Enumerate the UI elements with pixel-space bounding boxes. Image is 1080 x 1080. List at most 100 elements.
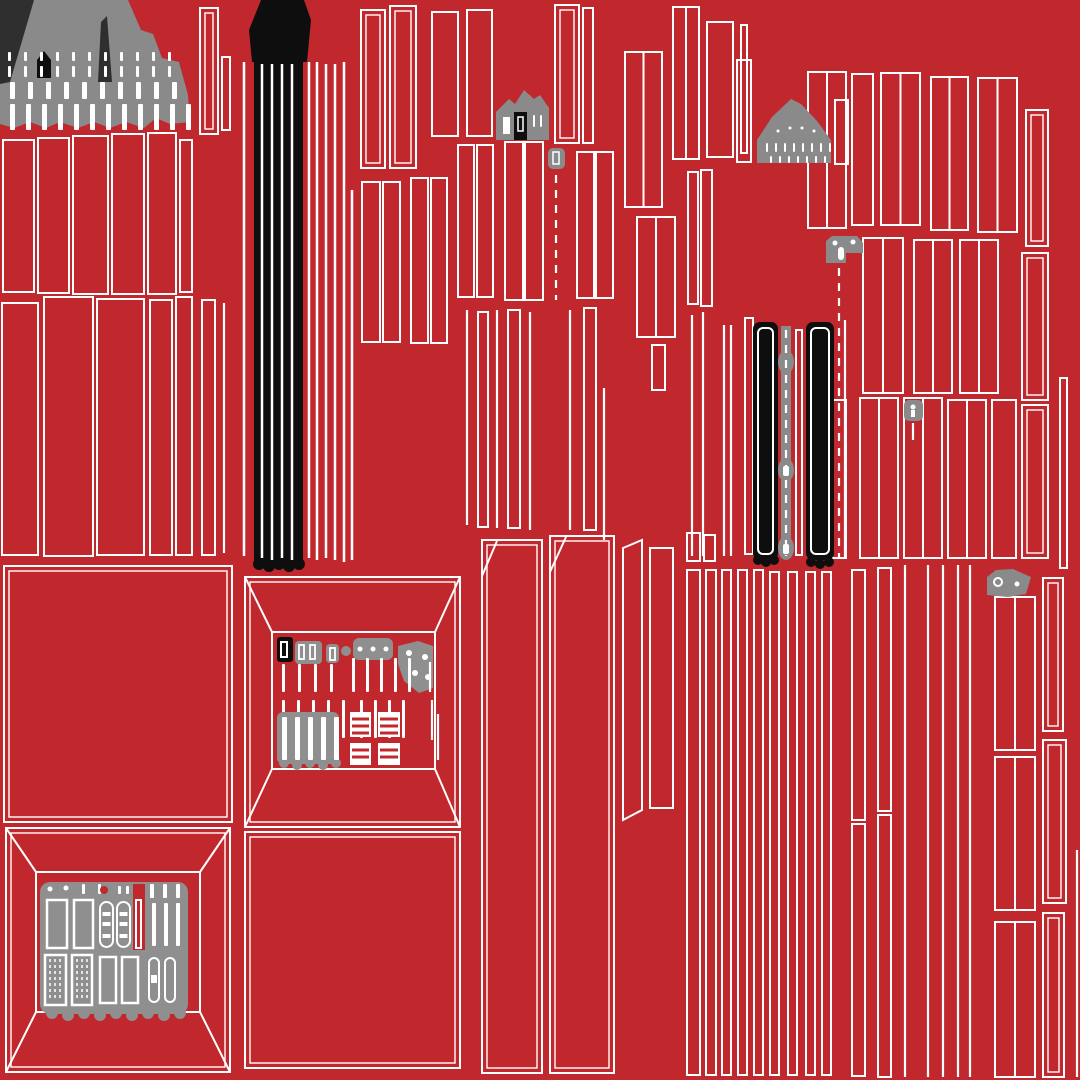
uv-island: [877, 814, 892, 1078]
castle-window-row: [106, 104, 111, 130]
chimney-scallop: [283, 560, 295, 572]
castle-window-row: [104, 52, 107, 61]
castle-window-row: [170, 104, 175, 130]
capsule-slot: [119, 934, 128, 938]
vent-slats: [350, 743, 371, 765]
castle-window-row: [10, 82, 15, 99]
texture-slits: [164, 903, 168, 946]
castle-window-row: [88, 66, 91, 77]
castle-window-row: [168, 52, 171, 61]
texture-dots: [1014, 581, 1020, 587]
texture-slits: [126, 886, 129, 894]
uv-island: [810, 327, 830, 555]
texture-dots: [357, 646, 363, 652]
blob-scallop: [46, 1007, 58, 1019]
castle-window-row: [26, 104, 31, 130]
panel-mid-inner: [271, 631, 436, 770]
texture-dots: [63, 885, 69, 891]
texture-dots: [776, 129, 780, 133]
castle-window-row: [82, 82, 87, 99]
uv-island: [517, 116, 524, 132]
capsule-slot: [102, 912, 111, 916]
uv-island: [148, 957, 160, 1003]
uv-edge: [199, 827, 231, 873]
uv-island: [382, 181, 401, 343]
ring-detail: [993, 577, 1003, 587]
uv-island: [43, 296, 94, 557]
uv-island: [1021, 252, 1049, 401]
texture-slits: [766, 143, 768, 152]
chimney-scallop: [263, 560, 275, 572]
texture-slits: [533, 115, 535, 127]
texture-slits: [540, 115, 542, 127]
uv-island: [1026, 257, 1044, 396]
castle-window-row: [100, 82, 105, 99]
uv-island: [554, 4, 580, 144]
chimney-scallop: [293, 558, 305, 570]
castle-window-row: [172, 82, 177, 99]
blob-scallop: [142, 1007, 154, 1019]
uv-island: [834, 99, 849, 165]
uv-fill: [911, 410, 915, 417]
bar-scallop: [753, 555, 763, 565]
uv-island: [554, 540, 610, 1069]
uv-island: [524, 141, 544, 301]
texture-dots: [812, 129, 816, 133]
uv-island: [851, 73, 874, 226]
castle-window-row: [24, 52, 27, 61]
uv-island: [622, 538, 643, 822]
uv-island: [851, 823, 866, 1077]
blob-scallop: [110, 1007, 122, 1019]
texture-slits: [330, 664, 333, 692]
bar-scallop: [806, 557, 816, 567]
uv-island: [394, 10, 412, 164]
texture-slits: [282, 664, 285, 692]
uv-island: [98, 955, 118, 1005]
uv-island: [740, 24, 748, 154]
texture-slits: [352, 658, 355, 692]
uv-island: [457, 144, 475, 298]
texture-slits: [793, 143, 795, 152]
uv-island: [1, 302, 39, 556]
texture-slits: [394, 658, 397, 692]
uv-fill: [503, 117, 510, 134]
blob-scallop: [78, 1007, 90, 1019]
castle-dark-corner: [0, 0, 34, 84]
castle-window-row: [120, 66, 123, 77]
fish-bracket: [987, 569, 1031, 597]
texture-slits: [797, 156, 799, 163]
chimney-cap: [249, 0, 311, 62]
uv-island: [96, 298, 145, 556]
texture-slits: [295, 717, 300, 760]
panel-left-box: [10, 832, 226, 1068]
uv-island: [1059, 377, 1068, 569]
uv-island: [2, 139, 35, 293]
uv-fill: [151, 975, 157, 983]
texture-slits: [775, 143, 777, 152]
capsule-slot: [116, 901, 131, 948]
uv-island: [736, 59, 752, 163]
texture-dots: [341, 646, 351, 656]
texture-slits: [770, 156, 772, 163]
uv-island: [486, 544, 538, 1069]
capsule-slot: [119, 922, 128, 926]
texture-slits: [163, 884, 167, 898]
uv-edge: [434, 576, 461, 633]
uv-island: [481, 539, 543, 1074]
uv-island: [147, 132, 177, 295]
texture-slits: [176, 884, 180, 898]
texture-slits: [788, 156, 790, 163]
blob-scallop: [158, 1009, 170, 1021]
texture-slits: [98, 884, 101, 894]
black-bar: [753, 322, 778, 560]
uv-island: [477, 311, 489, 528]
uv-island: [329, 647, 336, 661]
bar-scallop: [761, 557, 771, 567]
texture-dots: [383, 646, 389, 652]
castle-window-row: [154, 104, 159, 130]
texture-slits: [815, 156, 817, 163]
uv-island: [991, 399, 1017, 559]
castle-window-row: [64, 82, 69, 99]
uv-island: [552, 151, 560, 165]
